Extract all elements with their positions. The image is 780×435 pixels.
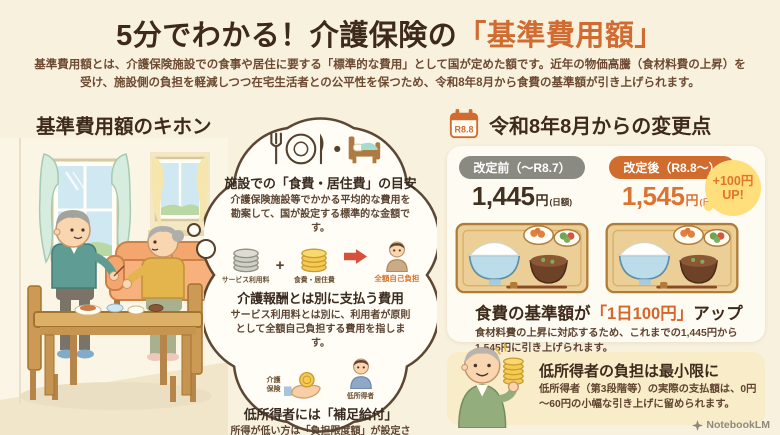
up-badge-up: UP!	[722, 188, 744, 202]
coins-gray-icon	[232, 248, 259, 273]
arrow-right-icon	[344, 249, 368, 264]
low-income-heading: 低所得者の負担は最小限に	[539, 363, 720, 380]
watermark: NotebookLM	[692, 419, 770, 431]
increase-heading-prefix: 食費の基準額が	[475, 305, 591, 323]
after-price-number: 1,545	[621, 181, 685, 211]
page-subtitle: 基準費用額とは、介護保険施設での食事や居住に要する「標準的な費用」として国が定め…	[30, 57, 750, 93]
after-column: 改定後（R8.8～） 1,545円(日額)	[597, 156, 747, 296]
elderly-man-coins-illustration	[451, 338, 529, 429]
before-price-per-day: (日額)	[549, 197, 573, 207]
increase-heading-highlight: 「1日100円」	[590, 305, 694, 323]
bubble-heading-2: 介護報酬とは別に支払う費用	[237, 291, 404, 306]
calendar-badge-text: R8.8	[455, 124, 474, 134]
thought-bubble: 施設での「食費・居住費」の目安 介護保険施設等でかかる平均的な費用を勘案して、国…	[204, 110, 437, 435]
food-tray-illustration	[455, 222, 589, 294]
up-badge: +100円 UP!	[704, 160, 761, 216]
notebooklm-logo-icon	[692, 419, 704, 431]
subtitle-line-1: 基準費用額とは、介護保険施設での食事や居住に要する「標準的な費用」として国が定め…	[34, 59, 746, 71]
label-meal-housing: 食費・居住費	[293, 277, 335, 284]
before-price-number: 1,445	[471, 181, 535, 211]
thought-dot-large	[196, 239, 216, 259]
thought-dot-small	[187, 223, 201, 237]
low-income-box: 低所得者の負担は最小限に 低所得者（第3段階等）の実際の支払額は、0円～60円の…	[447, 343, 765, 429]
increase-heading: 食費の基準額が「1日100円」アップ	[475, 300, 757, 324]
low-income-body: 低所得者（第3段階等）の実際の支払額は、0円～60円の小幅な引き上げに留められま…	[539, 384, 757, 410]
food-tray-illustration	[605, 222, 739, 294]
bubble-heading-1: 施設での「食費・居住費」の目安	[224, 176, 417, 191]
right-section-header: R8.8 令和8年8月からの変更点	[448, 105, 711, 143]
watermark-text: NotebookLM	[706, 419, 770, 431]
subtitle-line-2: 受け、施設側の負担を軽減しつつ在宅生活者との公平性を保つため、令和8年8月から食…	[80, 76, 700, 89]
bubble-body-1: 介護保険施設等でかかる平均的な費用を勘案して、国が設定する標準的な金額です。	[230, 195, 411, 234]
label-insurance: 介護保険	[266, 377, 281, 393]
after-price-unit: 円	[685, 193, 699, 208]
before-pill: 改定前（～R8.7）	[459, 156, 585, 179]
right-section-title: 令和8年8月からの変更点	[489, 115, 712, 138]
increase-heading-suffix: アップ	[693, 305, 743, 323]
after-pill: 改定後（R8.8～）	[609, 156, 735, 179]
bubble-body-3: 所得が低い方は「負担限度額」が設定され、基準費用額との差額を介護保険が支給します…	[230, 426, 411, 435]
low-income-person-icon	[349, 358, 372, 389]
payer-person-icon	[386, 241, 408, 272]
page-title-highlight: 「基準費用額」	[457, 20, 664, 52]
page-title: 5分でわかる！介護保険の「基準費用額」	[0, 12, 780, 54]
increase-body: 食材料費の上昇に対応するため、これまでの1,445円から1,545円に引き上げら…	[475, 328, 738, 354]
bubble-heading-3: 低所得者には「補足給付」	[243, 407, 398, 422]
bubble-body-2: サービス利用料とは別に、利用者が原則として全額自己負担する費用を指します。	[230, 310, 411, 349]
label-service-fee: サービス利用料	[221, 277, 270, 284]
left-section-title: 基準費用額のキホン	[36, 116, 212, 138]
living-room-illustration	[0, 138, 229, 435]
insurance-hand-icon	[283, 371, 321, 399]
meal-bed-icon	[256, 127, 386, 169]
label-self-pay: 全額自己負担	[374, 274, 420, 283]
label-low-income: 低所得者	[346, 393, 375, 400]
coins-gold-icon	[301, 248, 328, 273]
cloud-outline	[204, 117, 437, 433]
calendar-icon: R8.8	[449, 108, 479, 139]
subsidy-diagram: 介護保険 低所得者	[266, 357, 376, 400]
plus-sign: +	[275, 257, 285, 274]
up-badge-amount: +100円	[712, 173, 754, 188]
page-title-prefix: 5分でわかる！介護保険の	[116, 20, 458, 52]
before-price-unit: 円	[535, 193, 549, 208]
payment-diagram: サービス利用料 + 食費・居住費	[221, 240, 420, 284]
